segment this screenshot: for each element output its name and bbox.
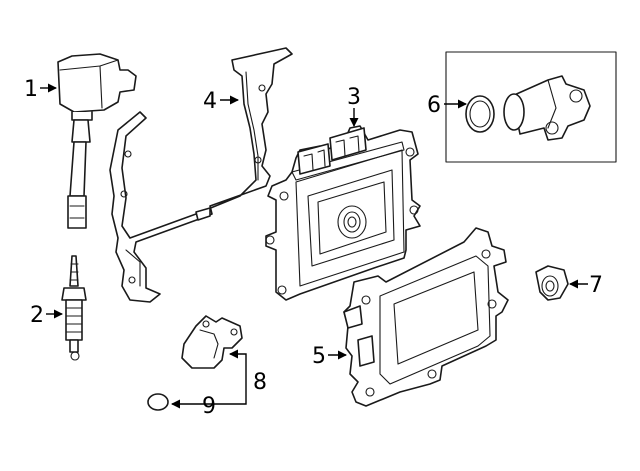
- engine-control-module[interactable]: [265, 125, 421, 301]
- callout-1: 1: [24, 77, 38, 102]
- o-ring[interactable]: [147, 393, 169, 411]
- leader-lines: [40, 83, 588, 409]
- callout-6: 6: [427, 93, 441, 118]
- callout-2: 2: [30, 303, 44, 328]
- position-sensor[interactable]: [181, 315, 243, 369]
- callout-3: 3: [347, 85, 361, 110]
- callout-9: 9: [202, 394, 216, 419]
- ignition-coil[interactable]: [57, 53, 137, 229]
- small-sensor[interactable]: [535, 265, 569, 301]
- callout-5: 5: [312, 344, 326, 369]
- ecu-housing[interactable]: [343, 227, 509, 407]
- spark-plug[interactable]: [61, 255, 87, 361]
- ecu-bracket[interactable]: [109, 47, 293, 303]
- callout-7: 7: [589, 273, 603, 298]
- inset-sensor[interactable]: [503, 75, 591, 141]
- callout-8: 8: [253, 370, 267, 395]
- inset-o-ring[interactable]: [465, 95, 495, 133]
- callout-4: 4: [203, 89, 217, 114]
- inset-box: [445, 51, 617, 163]
